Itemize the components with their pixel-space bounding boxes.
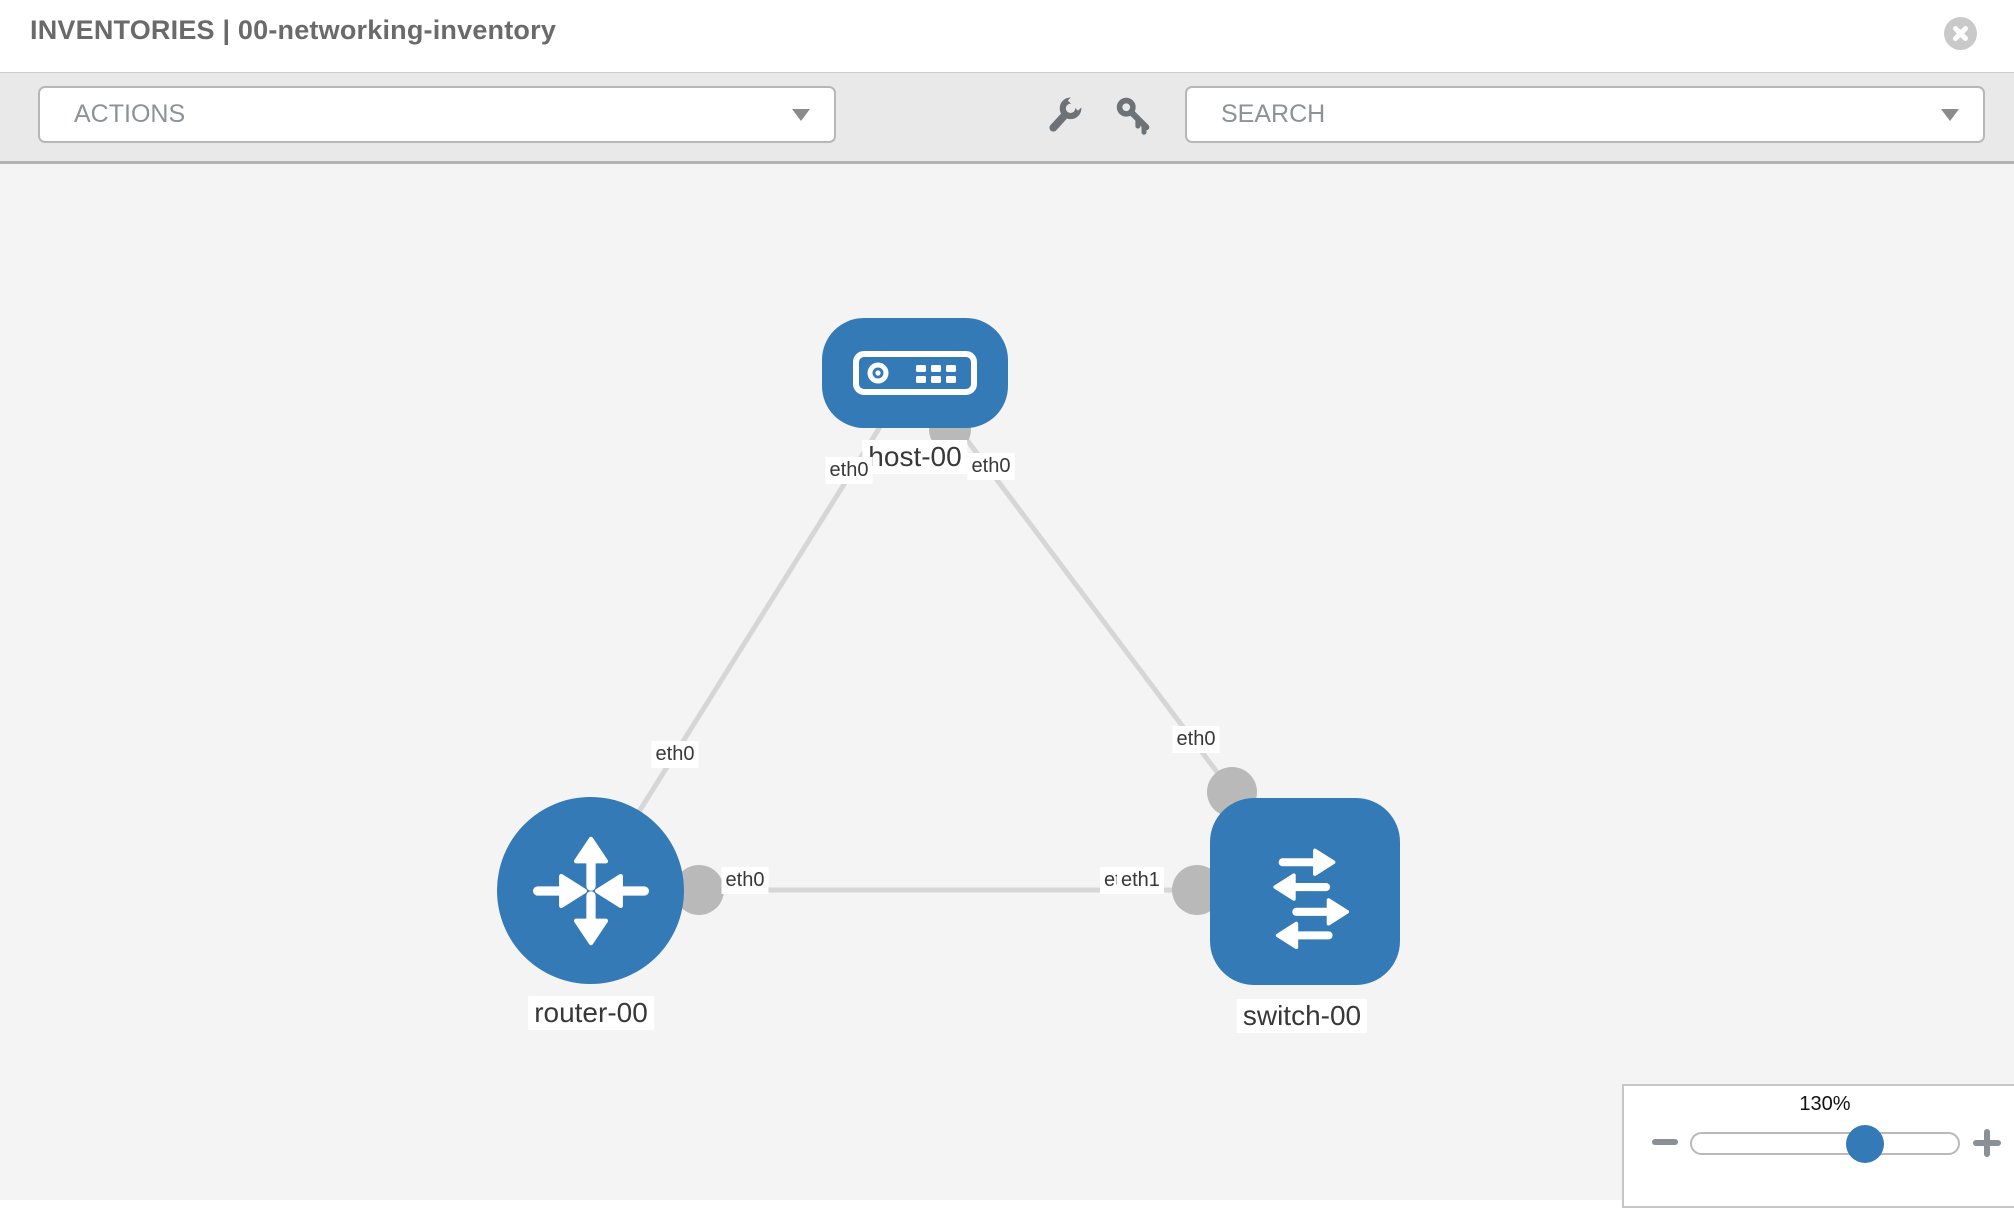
interface-label: eth0 (967, 453, 1015, 480)
links-layer (587, 369, 1257, 915)
key-icon (1116, 97, 1150, 135)
router-icon (532, 836, 649, 945)
link-host-switch[interactable] (913, 369, 1234, 794)
node-label-switch: switch-00 (1236, 999, 1368, 1033)
host-icon (853, 351, 977, 395)
configure-button[interactable] (1041, 91, 1089, 139)
zoom-in-button[interactable] (1973, 1129, 2001, 1157)
credentials-button[interactable] (1110, 91, 1158, 139)
interface-label: eth1 (1117, 867, 1164, 894)
interface-label: eth0 (825, 457, 873, 484)
topology-canvas[interactable]: host-00 router-00 switch-00 eth0 eth0 et… (0, 164, 2014, 1200)
node-label-host: host-00 (862, 440, 968, 474)
node-label-router: router-00 (528, 996, 654, 1030)
chevron-down-icon (1941, 108, 1959, 121)
interface-label: eth0 (721, 867, 769, 894)
panel-header: INVENTORIES | 00-networking-inventory (0, 0, 2014, 72)
switch-icon (1273, 848, 1350, 949)
interface-label: eth0 (651, 741, 699, 768)
port-circle-router (674, 865, 724, 915)
actions-dropdown[interactable]: ACTIONS (38, 86, 836, 143)
node-router-00[interactable] (497, 797, 684, 984)
search-dropdown-label: SEARCH (1221, 100, 1326, 128)
actions-dropdown-label: ACTIONS (74, 100, 186, 128)
page-title: INVENTORIES | 00-networking-inventory (30, 15, 557, 45)
zoom-panel: 130% (1622, 1084, 2014, 1208)
zoom-slider-track[interactable] (1690, 1132, 1960, 1155)
search-dropdown[interactable]: SEARCH (1185, 86, 1985, 143)
zoom-level-value: 130% (1799, 1093, 1851, 1115)
port-circle-switch-left (1172, 865, 1222, 915)
toolbar: ACTIONS SEARCH (0, 72, 2014, 164)
chevron-down-icon (792, 108, 810, 121)
zoom-slider-thumb[interactable] (1846, 1125, 1884, 1163)
interface-label: eth0 (1172, 726, 1220, 753)
wrench-icon (1049, 95, 1085, 132)
node-switch-00[interactable] (1210, 798, 1400, 985)
close-button[interactable] (1944, 17, 1977, 50)
zoom-out-button[interactable] (1652, 1139, 1678, 1145)
node-host-00[interactable] (822, 318, 1008, 428)
